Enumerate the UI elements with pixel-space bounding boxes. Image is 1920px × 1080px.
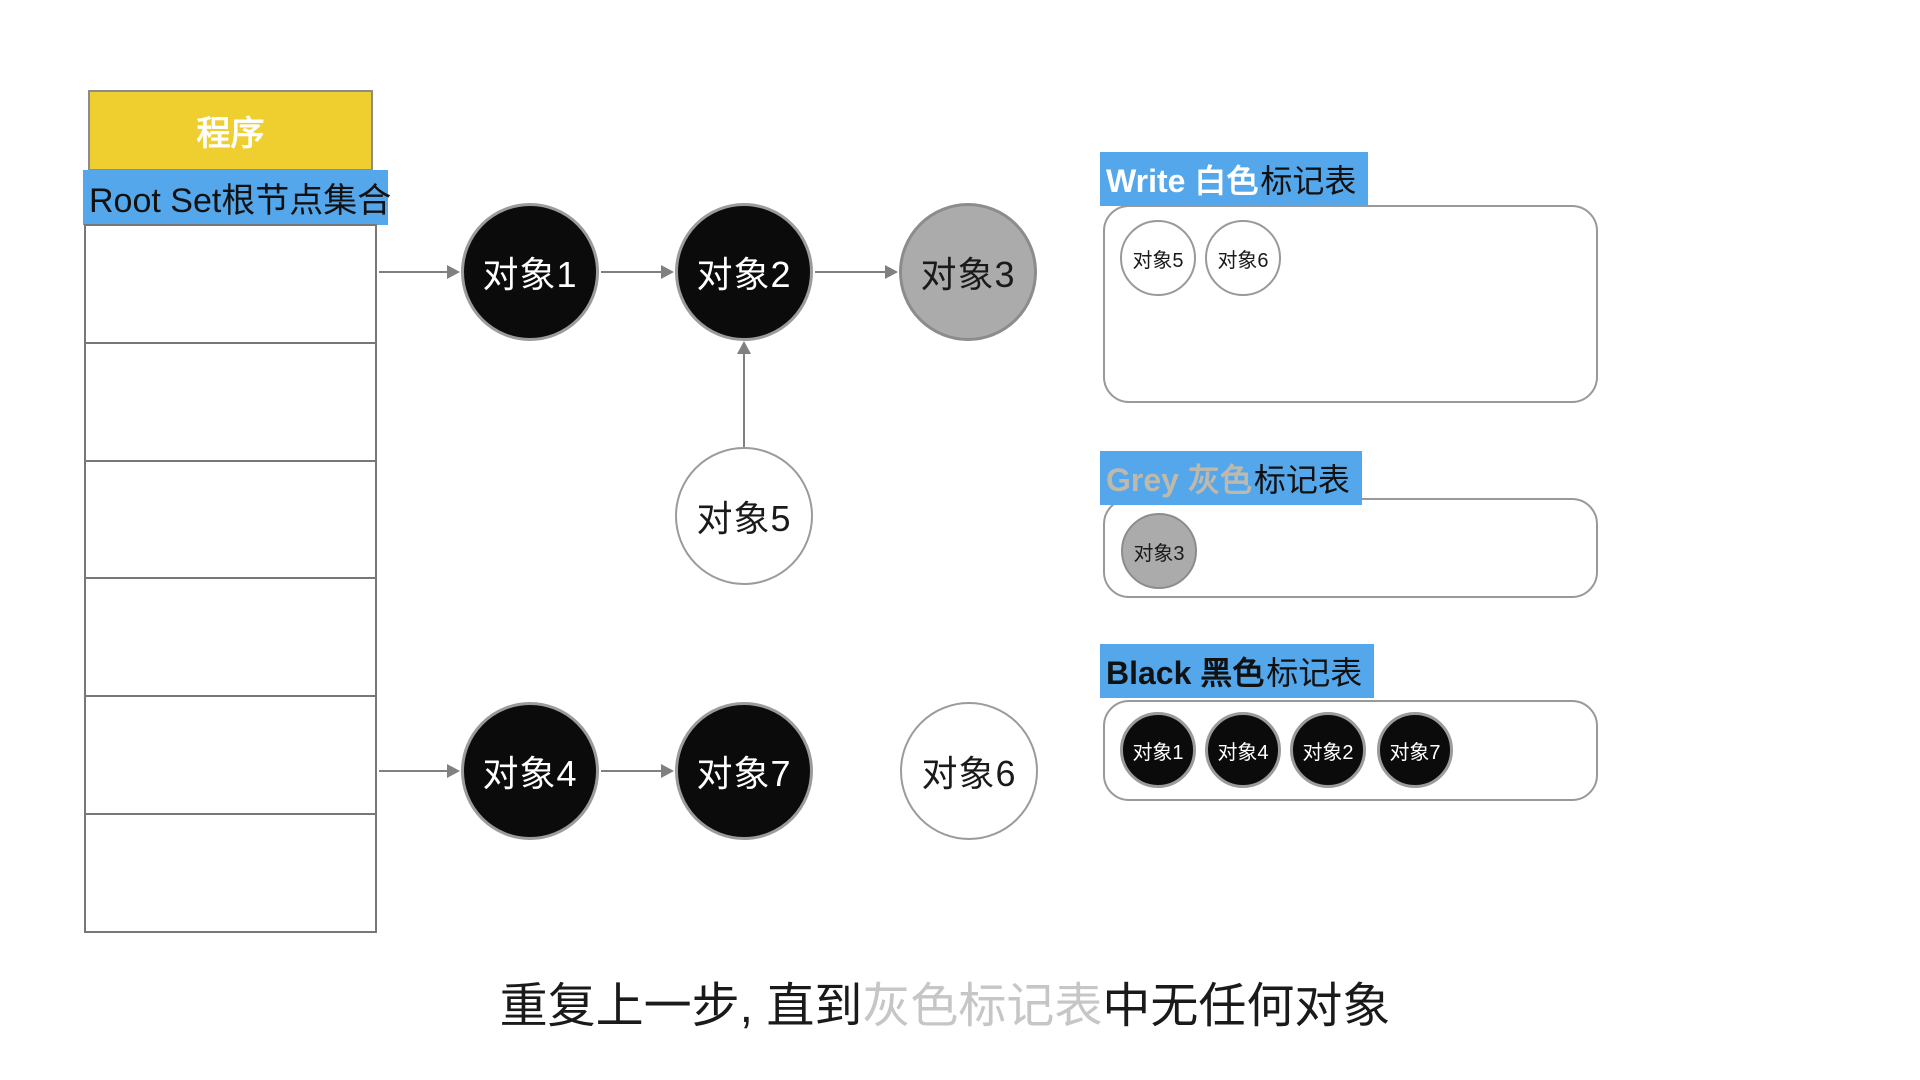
node-obj1-label: 对象1 [482, 254, 578, 295]
white-table-title: Write 白色 [1106, 163, 1259, 199]
node-obj3: 对象3 [899, 203, 1037, 341]
white-table-item-obj6: 对象6 [1205, 220, 1281, 296]
mini-label: 对象4 [1217, 741, 1269, 764]
node-obj1: 对象1 [461, 203, 599, 341]
root-set-label: Root Set根节点集合 [89, 182, 392, 220]
mini-label: 对象6 [1217, 249, 1269, 272]
bottom-caption: 重复上一步, 直到灰色标记表中无任何对象 [0, 966, 1890, 1036]
arrow-rootset-to-obj1 [379, 271, 449, 273]
black-table-item-obj2: 对象2 [1290, 712, 1366, 788]
mini-label: 对象5 [1132, 249, 1184, 272]
grey-table-title-suffix: 标记表 [1253, 462, 1350, 498]
node-obj5-label: 对象5 [696, 498, 792, 539]
arrowhead-icon [885, 265, 898, 279]
mini-label: 对象7 [1389, 741, 1441, 764]
black-table-item-obj4: 对象4 [1205, 712, 1281, 788]
memory-cell [86, 459, 375, 578]
caption-suffix: 中无任何对象 [1102, 980, 1391, 1033]
memory-cell [86, 341, 375, 460]
arrow-obj5-to-obj2 [743, 352, 745, 447]
grey-table-header: Grey 灰色标记表 [1100, 451, 1362, 505]
node-obj3-label: 对象3 [920, 254, 1016, 295]
mini-label: 对象2 [1302, 741, 1354, 764]
node-obj6-label: 对象6 [921, 753, 1017, 794]
node-obj2: 对象2 [675, 203, 813, 341]
node-obj2-label: 对象2 [696, 254, 792, 295]
black-table-item-obj1: 对象1 [1120, 712, 1196, 788]
black-table-item-obj7: 对象7 [1377, 712, 1453, 788]
arrow-obj1-to-obj2 [601, 271, 663, 273]
white-table-header: Write 白色标记表 [1100, 152, 1369, 206]
root-set-bar: Root Set根节点集合 [83, 170, 392, 225]
arrowhead-icon [661, 265, 674, 279]
node-obj4-label: 对象4 [482, 753, 578, 794]
caption-prefix: 重复上一步, 直到 [499, 980, 863, 1033]
node-obj4: 对象4 [461, 702, 599, 840]
black-table-title-suffix: 标记表 [1266, 655, 1363, 691]
arrowhead-icon [661, 764, 674, 778]
mini-label: 对象3 [1133, 542, 1185, 565]
white-table-title-suffix: 标记表 [1260, 163, 1357, 199]
grey-table-item-obj3: 对象3 [1121, 513, 1197, 589]
program-label: 程序 [196, 115, 265, 153]
node-obj5: 对象5 [675, 447, 813, 585]
mini-label: 对象1 [1132, 741, 1184, 764]
grey-table-title: Grey 灰色 [1106, 462, 1252, 498]
black-table-title: Black 黑色 [1106, 655, 1265, 691]
memory-cell [86, 577, 375, 695]
arrowhead-icon [447, 764, 460, 778]
memory-cell [86, 695, 375, 813]
arrow-obj2-to-obj3 [815, 271, 887, 273]
caption-highlight: 灰色标记表 [862, 980, 1103, 1033]
node-obj7: 对象7 [675, 702, 813, 840]
arrowhead-icon [737, 341, 751, 354]
arrow-rootset-to-obj4 [379, 770, 449, 772]
memory-cell [86, 813, 375, 931]
root-set-table [84, 224, 377, 933]
white-table-item-obj5: 对象5 [1120, 220, 1196, 296]
black-table-header: Black 黑色标记表 [1100, 644, 1375, 698]
arrow-obj4-to-obj7 [601, 770, 663, 772]
node-obj7-label: 对象7 [696, 753, 792, 794]
arrowhead-icon [447, 265, 460, 279]
program-header-box: 程序 [88, 90, 373, 171]
node-obj6: 对象6 [900, 702, 1038, 840]
memory-cell [86, 226, 375, 342]
